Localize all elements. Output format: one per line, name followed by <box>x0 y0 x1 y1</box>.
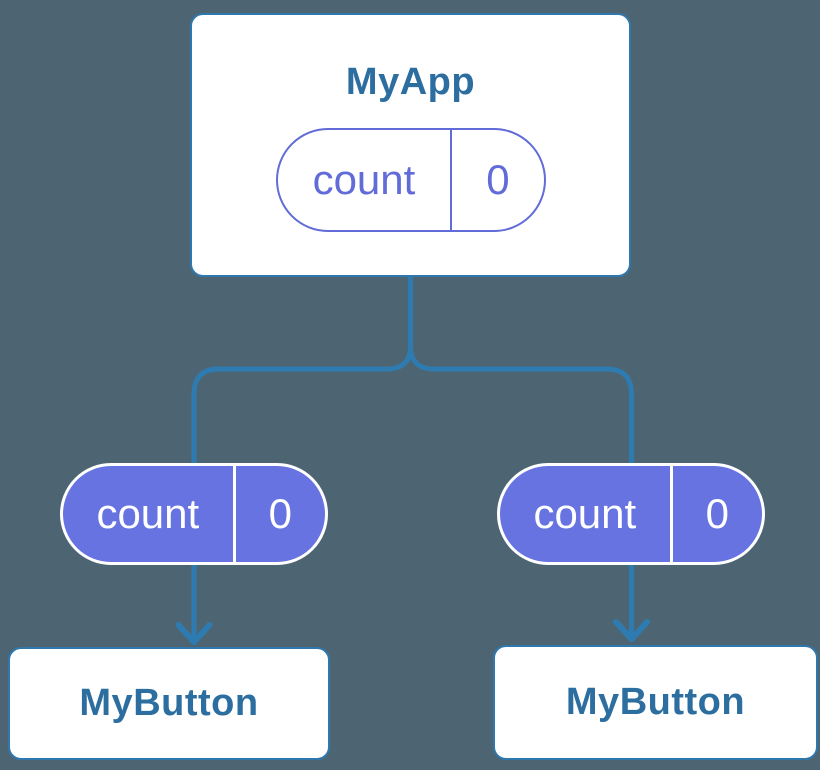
prop-pill-right-value: 0 <box>705 490 729 537</box>
node-mybutton-left: MyButton <box>8 647 330 760</box>
node-myapp: MyApp count 0 <box>190 13 631 277</box>
prop-pill-left-value: 0 <box>268 490 292 537</box>
prop-pill-right: count 0 <box>497 463 765 565</box>
node-mybutton-left-title: MyButton <box>79 682 259 724</box>
prop-pill-right-name: count <box>500 466 673 562</box>
connector-branch-left <box>191 345 413 640</box>
arrowhead-right-icon <box>613 619 650 642</box>
node-myapp-title: MyApp <box>345 61 476 103</box>
state-pill-value: 0 <box>486 156 510 203</box>
connector-branch-right <box>408 345 634 637</box>
state-pill-myapp: count 0 <box>275 128 546 232</box>
prop-pill-left: count 0 <box>60 463 328 565</box>
node-mybutton-right-title: MyButton <box>565 681 746 723</box>
arrowhead-left-icon <box>175 622 213 645</box>
node-mybutton-right: MyButton <box>493 645 818 760</box>
state-pill-name: count <box>278 130 453 230</box>
prop-pill-left-name: count <box>63 466 236 562</box>
